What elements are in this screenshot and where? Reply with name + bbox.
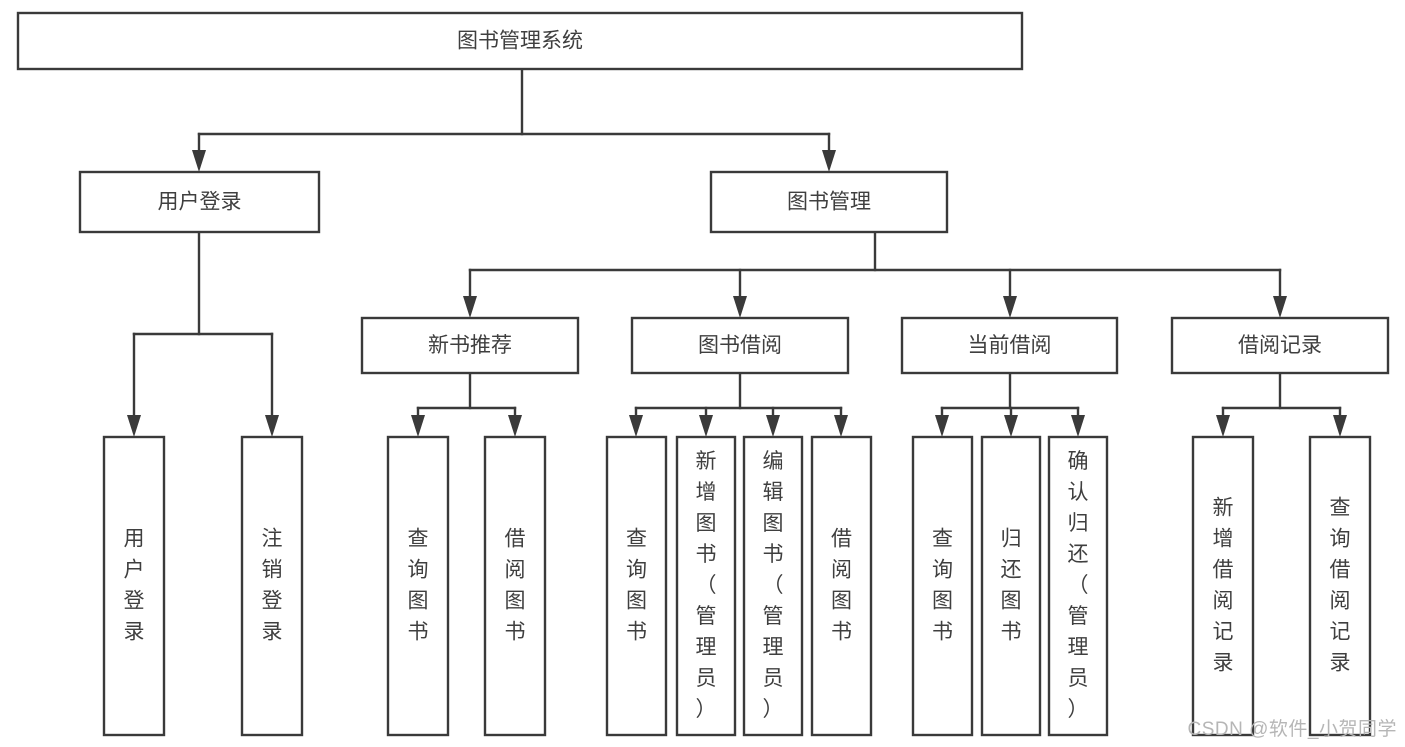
arrow-current-borrow-to-leaf-return-book bbox=[1004, 415, 1018, 437]
node-module-book-manage[interactable]: 图书管理 bbox=[709, 170, 949, 234]
node-leaf-leaf-add-borrow-record-label: 新增借阅记录 bbox=[1213, 497, 1234, 675]
node-submodule-book-borrow-label: 图书借阅 bbox=[698, 334, 782, 357]
arrow-current-borrow-to-leaf-confirm-return-admin bbox=[1071, 415, 1085, 437]
arrow-book-borrow-to-leaf-add-book-admin bbox=[699, 415, 713, 437]
node-root-root[interactable]: 图书管理系统 bbox=[16, 11, 1024, 71]
arrow-borrow-record-to-leaf-query-borrow-record bbox=[1333, 415, 1347, 437]
node-leaf-leaf-query-book-current[interactable]: 查询图书 bbox=[911, 435, 974, 737]
node-leaf-leaf-borrow-book-rec-rect[interactable] bbox=[483, 435, 547, 737]
node-leaf-leaf-add-book-admin-rect[interactable] bbox=[675, 435, 737, 737]
node-leaf-leaf-borrow-book-rec-label: 借阅图书 bbox=[505, 528, 526, 644]
arrow-user-login-to-leaf-user-login bbox=[127, 415, 141, 437]
arrow-book-borrow-to-leaf-query-book-borrow bbox=[629, 415, 643, 437]
node-leaf-leaf-add-book-admin-label: 新增图书（管理员） bbox=[696, 450, 717, 721]
node-leaf-leaf-edit-book-admin-label: 编辑图书（管理员） bbox=[763, 450, 784, 721]
node-submodule-new-book-recommend-label: 新书推荐 bbox=[428, 334, 512, 357]
node-leaf-leaf-return-book-rect[interactable] bbox=[980, 435, 1042, 737]
node-leaf-leaf-query-borrow-record[interactable]: 查询借阅记录 bbox=[1308, 435, 1372, 737]
node-leaf-leaf-query-borrow-record-rect[interactable] bbox=[1308, 435, 1372, 737]
arrow-bookmanage-to-new-book-recommend bbox=[463, 296, 477, 318]
node-leaf-leaf-borrow-book-rec[interactable]: 借阅图书 bbox=[483, 435, 547, 737]
node-leaf-leaf-query-book-current-rect[interactable] bbox=[911, 435, 974, 737]
node-leaf-leaf-add-book-admin[interactable]: 新增图书（管理员） bbox=[675, 435, 737, 737]
node-leaf-leaf-user-logout-label: 注销登录 bbox=[262, 528, 283, 644]
node-leaf-leaf-return-book[interactable]: 归还图书 bbox=[980, 435, 1042, 737]
node-leaf-leaf-query-borrow-record-label: 查询借阅记录 bbox=[1330, 497, 1351, 675]
node-module-user-login[interactable]: 用户登录 bbox=[78, 170, 321, 234]
node-leaf-leaf-add-borrow-record[interactable]: 新增借阅记录 bbox=[1191, 435, 1255, 737]
arrow-user-login-to-leaf-user-logout bbox=[265, 415, 279, 437]
node-leaf-leaf-query-book-borrow-rect[interactable] bbox=[605, 435, 668, 737]
node-submodule-borrow-record[interactable]: 借阅记录 bbox=[1170, 316, 1390, 375]
node-submodule-borrow-record-rect[interactable] bbox=[1170, 316, 1390, 375]
node-leaf-leaf-user-logout-rect[interactable] bbox=[240, 435, 304, 737]
node-submodule-new-book-recommend[interactable]: 新书推荐 bbox=[360, 316, 580, 375]
node-leaf-leaf-borrow-book-rect[interactable] bbox=[810, 435, 873, 737]
node-module-book-manage-rect[interactable] bbox=[709, 170, 949, 234]
arrow-book-borrow-to-leaf-borrow-book bbox=[834, 415, 848, 437]
node-root-root-label: 图书管理系统 bbox=[457, 30, 583, 53]
node-submodule-current-borrow-rect[interactable] bbox=[900, 316, 1119, 375]
node-submodule-book-borrow[interactable]: 图书借阅 bbox=[630, 316, 850, 375]
node-leaf-leaf-query-book-rec[interactable]: 查询图书 bbox=[386, 435, 450, 737]
node-leaf-leaf-user-logout[interactable]: 注销登录 bbox=[240, 435, 304, 737]
node-submodule-current-borrow-label: 当前借阅 bbox=[968, 334, 1052, 357]
node-leaf-leaf-confirm-return-admin-rect[interactable] bbox=[1047, 435, 1109, 737]
node-leaf-leaf-user-login-rect[interactable] bbox=[102, 435, 166, 737]
node-root-root-rect[interactable] bbox=[16, 11, 1024, 71]
arrow-borrow-record-to-leaf-add-borrow-record bbox=[1216, 415, 1230, 437]
node-leaf-leaf-query-book-rec-rect[interactable] bbox=[386, 435, 450, 737]
node-submodule-book-borrow-rect[interactable] bbox=[630, 316, 850, 375]
arrow-book-borrow-to-leaf-edit-book-admin bbox=[766, 415, 780, 437]
node-leaf-leaf-query-book-current-label: 查询图书 bbox=[932, 528, 953, 644]
arrow-new-book-recommend-to-leaf-borrow-book-rec bbox=[508, 415, 522, 437]
node-leaf-leaf-query-book-borrow-label: 查询图书 bbox=[626, 528, 647, 644]
arrow-root-to-book-manage bbox=[822, 150, 836, 172]
node-leaf-leaf-edit-book-admin[interactable]: 编辑图书（管理员） bbox=[742, 435, 804, 737]
arrow-current-borrow-to-leaf-query-book-current bbox=[935, 415, 949, 437]
node-submodule-borrow-record-label: 借阅记录 bbox=[1238, 334, 1322, 357]
node-leaf-leaf-edit-book-admin-rect[interactable] bbox=[742, 435, 804, 737]
node-leaf-leaf-user-login[interactable]: 用户登录 bbox=[102, 435, 166, 737]
node-submodule-new-book-recommend-rect[interactable] bbox=[360, 316, 580, 375]
node-leaf-leaf-return-book-label: 归还图书 bbox=[1001, 528, 1022, 644]
arrow-bookmanage-to-book-borrow bbox=[733, 296, 747, 318]
node-leaf-leaf-query-book-borrow[interactable]: 查询图书 bbox=[605, 435, 668, 737]
node-leaf-leaf-confirm-return-admin[interactable]: 确认归还（管理员） bbox=[1047, 435, 1109, 737]
node-submodule-current-borrow[interactable]: 当前借阅 bbox=[900, 316, 1119, 375]
arrow-new-book-recommend-to-leaf-query-book-rec bbox=[411, 415, 425, 437]
node-leaf-leaf-borrow-book[interactable]: 借阅图书 bbox=[810, 435, 873, 737]
node-leaf-leaf-user-login-label: 用户登录 bbox=[124, 528, 145, 644]
node-leaf-leaf-query-book-rec-label: 查询图书 bbox=[408, 528, 429, 644]
node-leaf-leaf-borrow-book-label: 借阅图书 bbox=[831, 528, 852, 644]
node-module-user-login-rect[interactable] bbox=[78, 170, 321, 234]
node-leaf-leaf-confirm-return-admin-label: 确认归还（管理员） bbox=[1068, 450, 1089, 721]
node-module-book-manage-label: 图书管理 bbox=[787, 191, 871, 214]
node-leaf-leaf-add-borrow-record-rect[interactable] bbox=[1191, 435, 1255, 737]
node-module-user-login-label: 用户登录 bbox=[158, 191, 242, 214]
arrow-bookmanage-to-borrow-record bbox=[1273, 296, 1287, 318]
arrow-root-to-user-login bbox=[192, 150, 206, 172]
arrow-bookmanage-to-current-borrow bbox=[1003, 296, 1017, 318]
